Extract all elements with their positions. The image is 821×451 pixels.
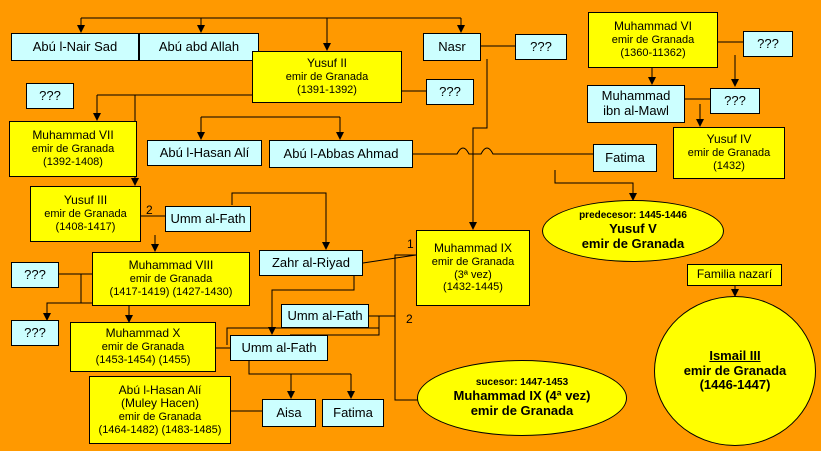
person-yusuf-iii: Yusuf III emir de Granada (1408-1417) [30, 186, 141, 242]
person-umm-al-fath-top: Umm al-Fath [165, 206, 251, 232]
person-aisa: Aisa [262, 399, 316, 427]
years: (1391-1392) [297, 83, 357, 96]
title: emir de Granada [44, 208, 127, 221]
line3: emir de Granada [470, 402, 574, 418]
title: emir de Granada [101, 341, 185, 354]
person-unknown-nasr-spouse: ??? [515, 34, 567, 60]
title: emir de Granada [129, 273, 213, 286]
line1: sucesor: 1447-1453 [475, 377, 569, 389]
person-muhammad-x: Muhammad X emir de Granada (1453-1454) (… [70, 322, 216, 372]
person-abu-l-nair-sad: Abú l-Nair Sad [11, 33, 139, 61]
person-muhammad-ibn-al-mawl: Muhammad ibn al-Mawl [587, 85, 685, 123]
person-umm-al-fath-mid: Umm al-Fath [281, 304, 369, 328]
predecessor-yusuf-v: predecesor: 1445-1446 Yusuf V emir de Gr… [542, 200, 724, 262]
person-fatima-top: Fatima [593, 144, 657, 172]
title: emir de Granada [683, 362, 787, 378]
years: (1432-1445) [443, 281, 503, 294]
name: Muhammad VIII [128, 258, 214, 273]
person-abu-l-abbas-ahmad: Abú l-Abbas Ahmad [269, 140, 413, 168]
name: Abú l-Hasan Alí [118, 382, 202, 397]
person-unknown-yusuf-ii-wife-left: ??? [26, 83, 74, 109]
line2: ibn al-Mawl [603, 103, 669, 118]
person-muhammad-viii: Muhammad VIII emir de Granada (1417-1419… [92, 252, 250, 306]
years: (1417-1419) (1427-1430) [109, 285, 233, 298]
person-nasr: Nasr [423, 33, 481, 61]
name: Yusuf IV [706, 132, 752, 147]
person-ismail-iii: Ismail III emir de Granada (1446-1447) [654, 296, 816, 446]
person-unknown-mviii-top: ??? [11, 262, 59, 288]
marriage-number: 2 [406, 312, 413, 326]
line2: Yusuf V [609, 220, 657, 236]
line3: emir de Granada [581, 235, 685, 251]
label-familia-nazari: Familia nazarí [687, 264, 782, 286]
name: Muhammad X [105, 326, 181, 341]
line1: Muhammad [601, 88, 671, 104]
title: emir de Granada [431, 255, 515, 268]
years: (1392-1408) [43, 155, 103, 168]
name: Muhammad VII [32, 128, 114, 143]
person-umm-al-fath-low: Umm al-Fath [230, 335, 328, 361]
person-muhammad-ix: Muhammad IX emir de Granada (3ª vez) (14… [416, 230, 530, 306]
name: Yusuf III [63, 193, 108, 208]
successor-muhammad-ix: sucesor: 1447-1453 Muhammad IX (4ª vez) … [417, 360, 627, 436]
name: Muhammad IX [433, 241, 513, 256]
person-muhammad-vi: Muhammad VI emir de Granada (1360-11362) [588, 12, 718, 68]
person-abu-l-hasan-ali-muley-hacen: Abú l-Hasan Alí (Muley Hacen) emir de Gr… [89, 376, 231, 444]
title: emir de Granada [285, 71, 369, 84]
person-unknown-mawl-spouse: ??? [710, 88, 760, 114]
alias: (Muley Hacen) [120, 396, 200, 411]
person-yusuf-ii: Yusuf II emir de Granada (1391-1392) [252, 51, 402, 103]
years: (1408-1417) [55, 220, 116, 233]
title: emir de Granada [687, 147, 771, 160]
years: (1360-11362) [620, 46, 686, 59]
title: emir de Granada [611, 34, 695, 47]
person-abu-l-hasan-ali: Abú l-Hasan Alí [147, 140, 262, 166]
years: (1453-1454) (1455) [95, 353, 191, 366]
years: (1446-1447) [699, 377, 771, 393]
years: (1432) [713, 159, 745, 172]
person-unknown-mvi-spouse: ??? [743, 31, 793, 57]
person-yusuf-iv: Yusuf IV emir de Granada (1432) [673, 127, 785, 179]
person-unknown-yusuf-ii-wife-right: ??? [426, 79, 474, 105]
line2: Muhammad IX (4ª vez) [453, 387, 591, 403]
times: (3ª vez) [454, 268, 492, 281]
title: emir de Granada [118, 411, 202, 424]
person-abu-abd-allah: Abú abd Allah [139, 33, 259, 61]
person-fatima-bottom: Fatima [322, 399, 384, 427]
person-zahr-al-riyad: Zahr al-Riyad [259, 250, 363, 276]
name: Muhammad VI [613, 19, 693, 34]
marriage-number: 1 [407, 237, 414, 251]
person-muhammad-vii: Muhammad VII emir de Granada (1392-1408) [9, 121, 137, 177]
line1: predecesor: 1445-1446 [579, 210, 687, 222]
person-unknown-mviii-bottom: ??? [11, 320, 59, 346]
title: emir de Granada [31, 143, 115, 156]
years: (1464-1482) (1483-1485) [98, 423, 222, 436]
name: Yusuf II [306, 56, 348, 71]
name: Ismail III [709, 347, 761, 363]
marriage-number: 2 [146, 203, 153, 217]
